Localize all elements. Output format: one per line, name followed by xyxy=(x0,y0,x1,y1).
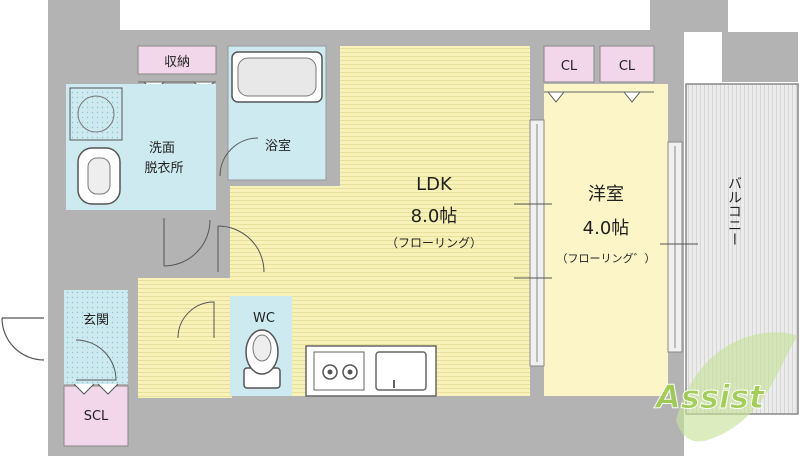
front-door xyxy=(1,317,45,361)
balcony-label: バルコニー xyxy=(726,176,742,246)
closet-label: CL xyxy=(561,59,578,74)
toilet-label: WC xyxy=(253,311,275,326)
shoe-closet-label: SCL xyxy=(84,409,109,424)
bathroom: 浴室 xyxy=(227,45,327,181)
toilet-room: WC xyxy=(230,296,292,396)
ldk-floor: （フローリング） xyxy=(386,236,482,250)
storage-label: 収納 xyxy=(164,55,190,70)
washroom: 洗面 脱衣所 xyxy=(66,84,259,210)
western-room: 洋室 4.0帖 （フローリング゛） xyxy=(514,84,698,396)
western-floor: （フローリング゛） xyxy=(557,251,656,265)
entrance-label: 玄関 xyxy=(83,313,109,328)
western-name: 洋室 xyxy=(588,184,624,205)
closets: CL CL xyxy=(543,45,655,103)
washroom-label-2: 脱衣所 xyxy=(144,160,183,176)
washing-machine-icon xyxy=(69,87,123,141)
bath-label: 浴室 xyxy=(265,138,291,154)
western-size: 4.0帖 xyxy=(583,218,630,239)
entrance: 玄関 xyxy=(1,290,128,384)
logo-text: Assist xyxy=(653,378,766,416)
closet-label: CL xyxy=(619,59,636,74)
stove-burner-icon xyxy=(322,364,338,380)
kitchen-counter xyxy=(305,345,437,397)
washroom-label-1: 洗面 xyxy=(149,141,175,156)
ldk-name: LDK xyxy=(416,174,453,195)
stove-burner-icon xyxy=(342,364,358,380)
kitchen-sink-icon xyxy=(375,351,427,391)
assist-logo: Assist xyxy=(653,332,798,442)
shoe-closet: SCL xyxy=(63,383,129,447)
ldk-size: 8.0帖 xyxy=(411,206,458,227)
hall-doors xyxy=(163,218,265,339)
